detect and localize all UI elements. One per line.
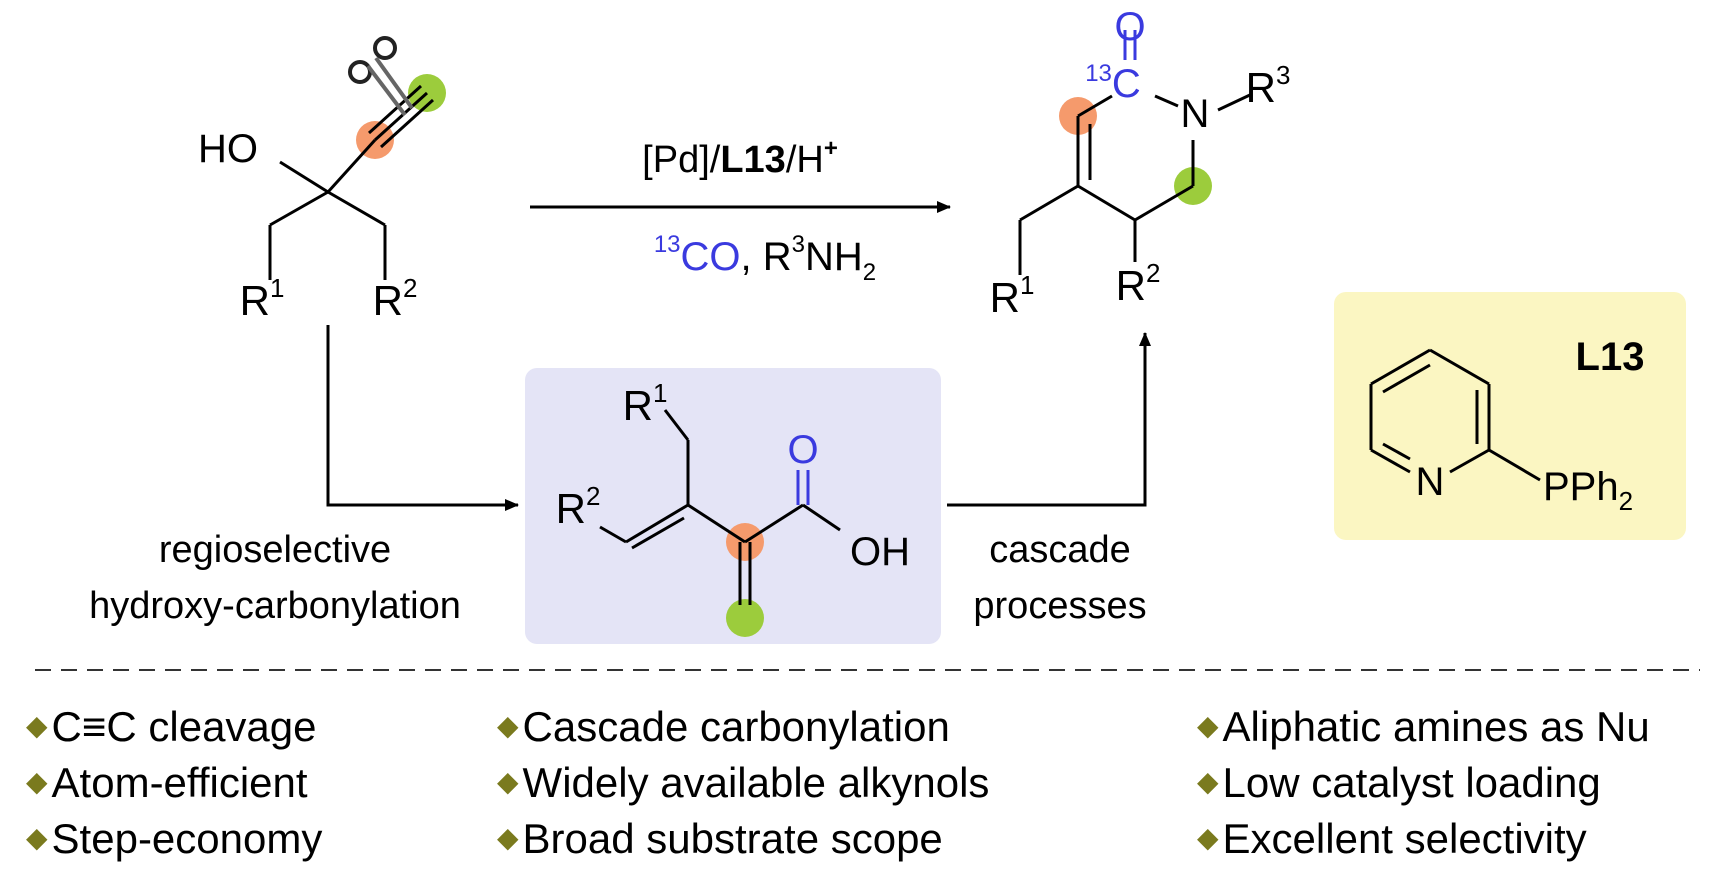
reagents-line-2: 13CO, R3NH2 bbox=[654, 231, 876, 286]
right-step-label-line2: processes bbox=[973, 585, 1146, 627]
ligand-title: L13 bbox=[1576, 335, 1645, 379]
diamond-bullet-icon: ◆ bbox=[26, 822, 48, 853]
substrate-structure bbox=[268, 74, 446, 280]
feature-item: ◆Broad substrate scope bbox=[497, 815, 943, 862]
product-o-label: O bbox=[1114, 5, 1145, 49]
diamond-bullet-icon: ◆ bbox=[1197, 766, 1219, 797]
intermediate-box bbox=[525, 368, 941, 644]
diamond-bullet-icon: ◆ bbox=[497, 710, 519, 741]
ligand-n-label: N bbox=[1416, 460, 1445, 504]
feature-item: ◆Cascade carbonylation bbox=[497, 703, 950, 750]
feature-item: ◆Step-economy bbox=[26, 815, 323, 862]
scissors-icon bbox=[348, 36, 414, 117]
product-r3-label: R3 bbox=[1246, 60, 1291, 111]
ligand-box bbox=[1334, 292, 1686, 540]
feature-item: ◆Atom-efficient bbox=[26, 759, 308, 806]
hydroxycarbonylation-arrow bbox=[326, 325, 519, 511]
product-r2-label: R2 bbox=[1116, 258, 1161, 309]
reagents-line-1: [Pd]/L13/H+ bbox=[642, 135, 838, 181]
intermediate-r1-label: R1 bbox=[623, 378, 668, 429]
feature-item: ◆Low catalyst loading bbox=[1197, 759, 1601, 806]
cascade-arrow bbox=[947, 332, 1151, 507]
feature-item: ◆Widely available alkynols bbox=[497, 759, 990, 806]
intermediate-o-label: O bbox=[787, 428, 818, 472]
diamond-bullet-icon: ◆ bbox=[1197, 822, 1219, 853]
product-r1-label: R1 bbox=[990, 270, 1035, 321]
substrate-oh-label: HO bbox=[198, 127, 258, 171]
diamond-bullet-icon: ◆ bbox=[497, 766, 519, 797]
substrate-r1-label: R1 bbox=[240, 273, 285, 324]
product-structure bbox=[1018, 30, 1253, 275]
diamond-bullet-icon: ◆ bbox=[26, 710, 48, 741]
feature-item: ◆Excellent selectivity bbox=[1197, 815, 1587, 862]
intermediate-structure bbox=[599, 409, 841, 637]
diamond-bullet-icon: ◆ bbox=[497, 822, 519, 853]
left-step-label-line2: hydroxy-carbonylation bbox=[89, 585, 461, 627]
right-step-label-line1: cascade bbox=[989, 529, 1131, 571]
intermediate-oh-label: OH bbox=[850, 530, 910, 574]
pyridine-ring bbox=[1369, 348, 1541, 482]
diamond-bullet-icon: ◆ bbox=[26, 766, 48, 797]
product-13c-label: 13C bbox=[1085, 60, 1141, 106]
ligand-pph2-label: PPh2 bbox=[1543, 465, 1633, 516]
diamond-bullet-icon: ◆ bbox=[1197, 710, 1219, 741]
feature-item: ◆C≡C cleavage bbox=[26, 703, 317, 750]
substrate-r2-label: R2 bbox=[373, 273, 418, 324]
intermediate-r2-label: R2 bbox=[556, 481, 601, 532]
left-step-label-line1: regioselective bbox=[159, 529, 391, 571]
product-n-label: N bbox=[1181, 92, 1210, 136]
feature-item: ◆Aliphatic amines as Nu bbox=[1197, 703, 1650, 750]
green-dot bbox=[726, 599, 764, 637]
